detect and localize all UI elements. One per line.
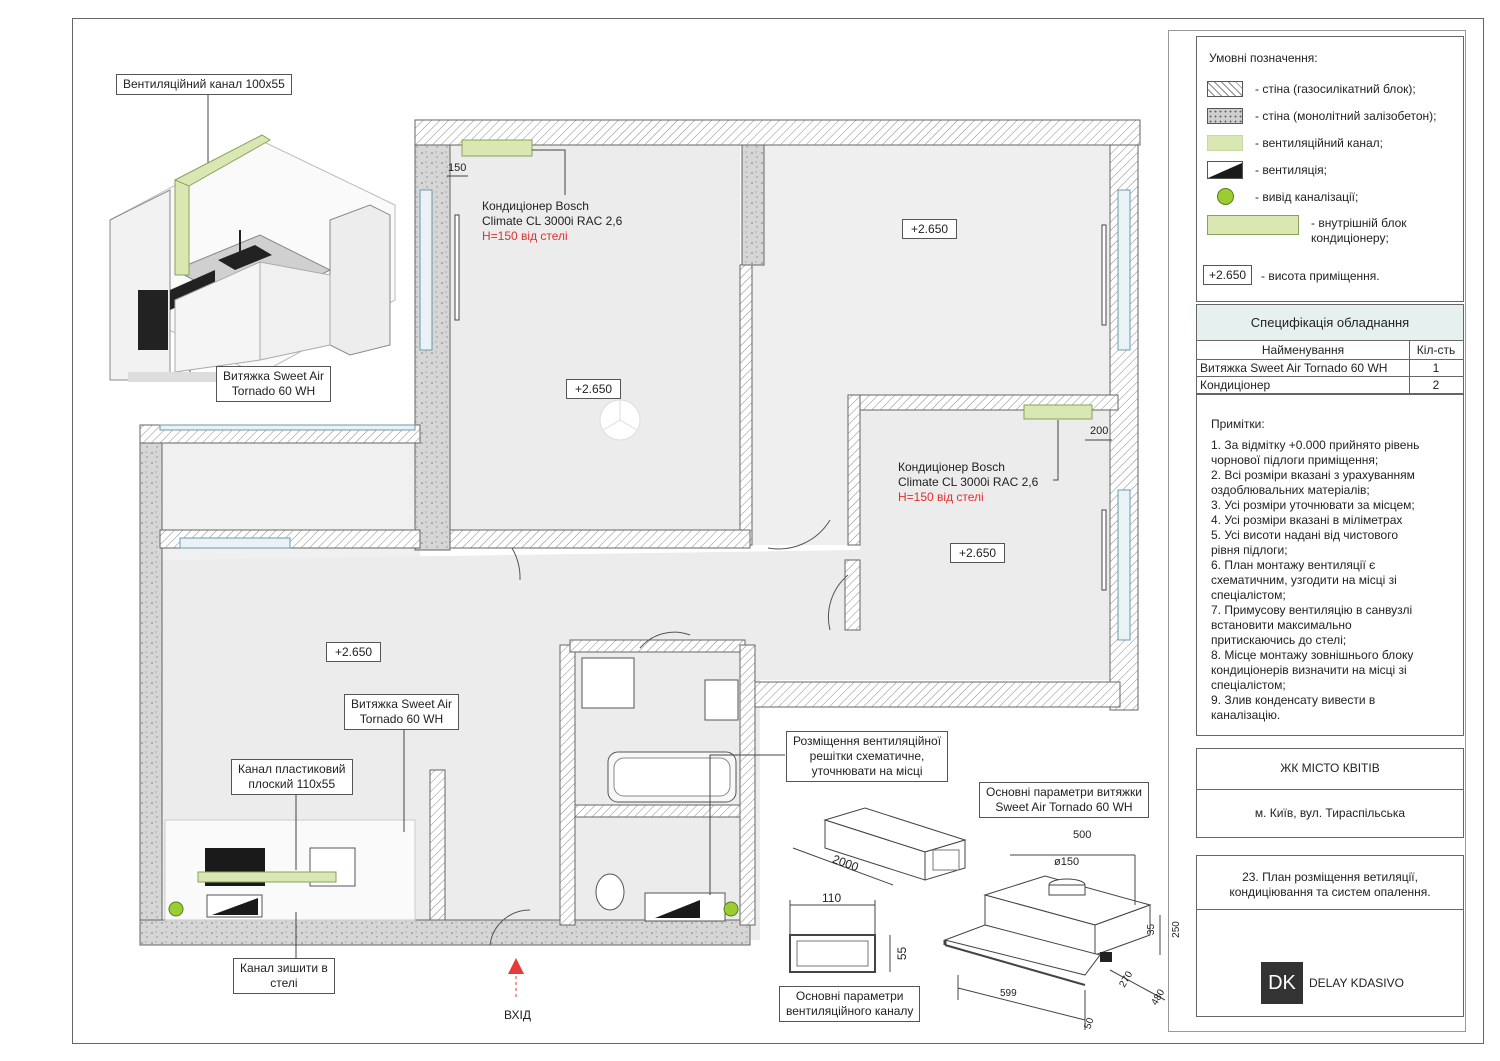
hood-dim-250: 250: [1170, 921, 1182, 938]
duct-width: 110: [822, 891, 842, 905]
sewer-outlet-icon: [168, 901, 184, 917]
hood-dim-599: 599: [1000, 988, 1017, 999]
ac2-dim: 200: [1090, 425, 1109, 437]
washing-machine-icon: [581, 657, 635, 709]
sewer-legend-icon: [1217, 188, 1234, 205]
toilet-icon: [595, 873, 625, 911]
washbasin-icon: [704, 679, 739, 721]
legend-box: Умовні позначення: - стіна (газосилікатн…: [1196, 36, 1464, 302]
iso-vent-channel-label: Вентиляційний канал 100х55: [116, 74, 292, 95]
wall-left: [139, 424, 163, 946]
floor-plan: [109, 92, 1166, 1030]
spec-title: Специфікація обладнання: [1197, 305, 1463, 340]
height-tag-room1: +2.650: [566, 379, 622, 399]
project-name-box: ЖК МІСТО КВІТІВ м. Київ, вул. Тираспільс…: [1196, 748, 1464, 838]
spec-col-qty: Кіл-сть: [1416, 343, 1456, 357]
vent-channel-right: [1023, 404, 1093, 420]
duct-drawing: [789, 807, 967, 973]
ac1-label: Кондиціонер Bosch Climate CL 3000i RAC 2…: [482, 199, 623, 243]
legend-height-tag: +2.650: [1203, 265, 1253, 285]
legend-item-concrete: - стіна (монолітний залізобетон);: [1255, 109, 1437, 123]
entrance-arrow-icon: [508, 958, 524, 974]
legend-hatch-swatch: [1207, 81, 1243, 97]
vent-channel-kitchen: [197, 871, 337, 883]
spec-col-name: Найменування: [1261, 343, 1345, 357]
ac1-dim: 150: [448, 162, 467, 174]
notes-content: Примітки: 1. За відмітку +0.000 прийнято…: [1211, 417, 1461, 723]
legend-item-hatch: - стіна (газосилікатний блок);: [1255, 82, 1416, 96]
legend-item-vent: - вентиляція;: [1255, 163, 1327, 177]
ac2-label: Кондиціонер Bosch Climate CL 3000i RAC 2…: [898, 460, 1039, 504]
sheet-title-box: 23. План розміщення ветиляції, кондиціюв…: [1196, 855, 1464, 1017]
vent-icon: [1207, 161, 1243, 179]
notes-title: Примітки:: [1211, 417, 1265, 431]
wall-bottom: [139, 919, 751, 946]
spec-row-qty: 2: [1432, 378, 1440, 392]
legend-item-sewer: - вивід каналізації;: [1255, 190, 1359, 204]
spec-row-name: Витяжка Sweet Air Tornado 60 WH: [1200, 361, 1388, 375]
height-tag-living: +2.650: [326, 642, 382, 662]
hood-dim-500: 500: [1073, 829, 1092, 841]
spec-table: Специфікація обладнання Найменування Кіл…: [1196, 304, 1464, 394]
vent-channel-top: [461, 139, 533, 157]
sheet-inner-frame: [1168, 30, 1466, 1032]
legend-item-ac: - внутрішній блок кондиціонеру;: [1311, 216, 1407, 245]
spec-row-name: Кондиціонер: [1200, 378, 1271, 392]
project-name: ЖК МІСТО КВІТІВ: [1280, 761, 1380, 775]
legend-item-channel: - вентиляційний канал;: [1255, 136, 1384, 150]
hood-dim-35: 35: [1146, 923, 1158, 936]
legend-ac-swatch: [1207, 215, 1299, 235]
hood-dim-150: ø150: [1054, 856, 1080, 868]
legend-concrete-swatch: [1207, 108, 1243, 124]
height-tag-room2: +2.650: [902, 219, 958, 239]
hood-drawing: [943, 854, 1166, 1030]
company-logo: DK: [1261, 962, 1303, 1004]
height-tag-room3: +2.650: [950, 543, 1006, 563]
sheet-title: 23. План розміщення ветиляції, кондиціюв…: [1229, 870, 1431, 899]
sewer-outlet-icon: [723, 901, 739, 917]
project-address: м. Київ, вул. Тираспільська: [1254, 806, 1406, 820]
iso-kitchen-sketch: [109, 134, 396, 382]
kitchen-counter: [164, 819, 416, 921]
sheet-frame: [72, 18, 1484, 1044]
entrance-label: ВХІД: [504, 1008, 531, 1022]
legend-title: Умовні позначення:: [1209, 51, 1318, 65]
duct-height: 55: [895, 946, 910, 961]
spec-row-qty: 1: [1432, 361, 1440, 375]
legend-item-height: - висота приміщення.: [1261, 269, 1380, 283]
legend-green-swatch: [1207, 135, 1243, 151]
notes-box: Примітки: 1. За відмітку +0.000 прийнято…: [1196, 394, 1464, 736]
company-name: DELAY KDASIVO: [1309, 976, 1404, 990]
wall-vert-2: [741, 144, 765, 266]
